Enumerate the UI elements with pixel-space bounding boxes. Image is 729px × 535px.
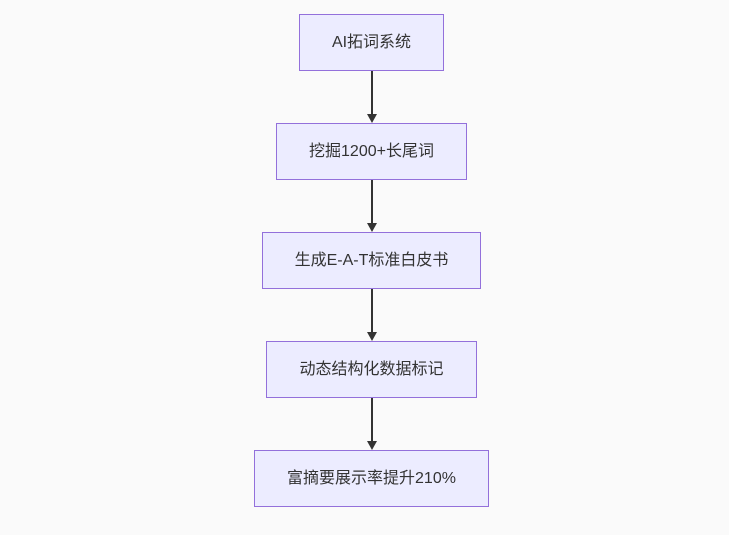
arrow-head-icon [366, 441, 377, 450]
edge-arrow-2 [366, 180, 377, 232]
arrow-shaft [370, 289, 373, 333]
arrow-head-icon [366, 114, 377, 123]
arrow-head-icon [366, 332, 377, 341]
node-dynamic-structured-data-markup: 动态结构化数据标记 [266, 341, 477, 398]
arrow-shaft [370, 71, 373, 115]
arrow-shaft [370, 398, 373, 442]
node-longtail-keyword-mining: 挖掘1200+长尾词 [276, 123, 467, 180]
arrow-head-icon [366, 223, 377, 232]
edge-arrow-3 [366, 289, 377, 341]
edge-arrow-1 [366, 71, 377, 123]
node-ai-word-expansion-system: AI拓词系统 [298, 14, 445, 71]
flowchart-canvas: AI拓词系统 挖掘1200+长尾词 生成E-A-T标准白皮书 动态结构化数据标记… [7, 0, 729, 507]
edge-arrow-4 [366, 398, 377, 450]
node-eat-standard-whitepaper: 生成E-A-T标准白皮书 [261, 232, 482, 289]
node-rich-snippet-rate-increase: 富摘要展示率提升210% [254, 450, 489, 507]
arrow-shaft [370, 180, 373, 224]
